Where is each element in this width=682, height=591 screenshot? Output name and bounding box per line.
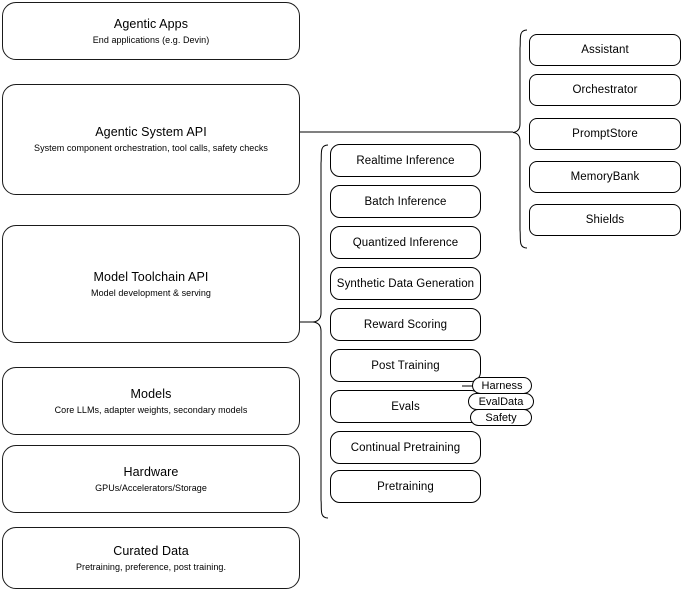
brace-system-api xyxy=(512,29,528,249)
system-api-item-promptstore[interactable]: PromptStore xyxy=(529,118,681,150)
system-api-item-memorybank[interactable]: MemoryBank xyxy=(529,161,681,193)
layer-models[interactable]: Models Core LLMs, adapter weights, secon… xyxy=(2,367,300,435)
toolchain-item-batch-inference[interactable]: Batch Inference xyxy=(330,185,481,218)
system-api-item-assistant[interactable]: Assistant xyxy=(529,34,681,66)
toolchain-item-realtime-inference[interactable]: Realtime Inference xyxy=(330,144,481,177)
brace-toolchain xyxy=(312,144,329,519)
toolchain-item-evals[interactable]: Evals xyxy=(330,390,481,423)
layer-title: Curated Data xyxy=(113,543,189,558)
layer-subtitle: Model development & serving xyxy=(91,287,211,298)
layer-subtitle: End applications (e.g. Devin) xyxy=(92,34,210,45)
layer-title: Agentic Apps xyxy=(113,16,189,31)
toolchain-item-label: Batch Inference xyxy=(364,195,447,208)
evals-badge-label: Safety xyxy=(485,411,517,424)
evals-badge-label: EvalData xyxy=(478,395,524,408)
toolchain-item-label: Quantized Inference xyxy=(352,236,459,249)
layer-model-toolchain-api[interactable]: Model Toolchain API Model development & … xyxy=(2,225,300,343)
layer-title: Model Toolchain API xyxy=(93,269,209,284)
layer-title: Agentic System API xyxy=(95,125,207,139)
layer-agentic-apps[interactable]: Agentic Apps End applications (e.g. Devi… xyxy=(2,2,300,60)
toolchain-item-reward-scoring[interactable]: Reward Scoring xyxy=(330,308,481,341)
toolchain-item-quantized-inference[interactable]: Quantized Inference xyxy=(330,226,481,259)
toolchain-item-synthetic-data-generation[interactable]: Synthetic Data Generation xyxy=(330,267,481,300)
toolchain-item-label: Continual Pretraining xyxy=(350,441,461,454)
toolchain-item-label: Pretraining xyxy=(377,480,434,493)
system-api-item-orchestrator[interactable]: Orchestrator xyxy=(529,74,681,106)
toolchain-item-post-training[interactable]: Post Training xyxy=(330,349,481,382)
layer-curated-data[interactable]: Curated Data Pretraining, preference, po… xyxy=(2,527,300,589)
evals-badge-label: Harness xyxy=(481,379,523,392)
system-api-item-shields[interactable]: Shields xyxy=(529,204,681,236)
system-api-item-label: Orchestrator xyxy=(572,84,638,96)
layer-hardware[interactable]: Hardware GPUs/Accelerators/Storage xyxy=(2,445,300,513)
toolchain-item-label: Realtime Inference xyxy=(356,154,455,167)
toolchain-item-label: Post Training xyxy=(371,359,440,372)
layer-subtitle: GPUs/Accelerators/Storage xyxy=(95,482,207,493)
layer-agentic-system-api[interactable]: Agentic System API System component orch… xyxy=(2,84,300,195)
layer-subtitle: Pretraining, preference, post training. xyxy=(75,561,227,572)
evals-badge-safety[interactable]: Safety xyxy=(470,409,532,426)
toolchain-item-pretraining[interactable]: Pretraining xyxy=(330,470,481,503)
layer-title: Models xyxy=(130,386,172,401)
evals-badge-evaldata[interactable]: EvalData xyxy=(468,393,534,410)
system-api-item-label: PromptStore xyxy=(572,128,638,140)
layer-subtitle: System component orchestration, tool cal… xyxy=(34,143,268,153)
toolchain-item-label: Evals xyxy=(391,400,420,413)
evals-badge-harness[interactable]: Harness xyxy=(472,377,532,394)
toolchain-item-label: Synthetic Data Generation xyxy=(336,277,475,290)
system-api-item-label: Assistant xyxy=(581,44,629,56)
layer-subtitle: Core LLMs, adapter weights, secondary mo… xyxy=(54,404,248,415)
system-api-item-label: Shields xyxy=(585,214,625,226)
toolchain-item-label: Reward Scoring xyxy=(363,318,448,331)
system-api-item-label: MemoryBank xyxy=(570,171,640,183)
toolchain-item-continual-pretraining[interactable]: Continual Pretraining xyxy=(330,431,481,464)
layer-title: Hardware xyxy=(123,464,179,479)
